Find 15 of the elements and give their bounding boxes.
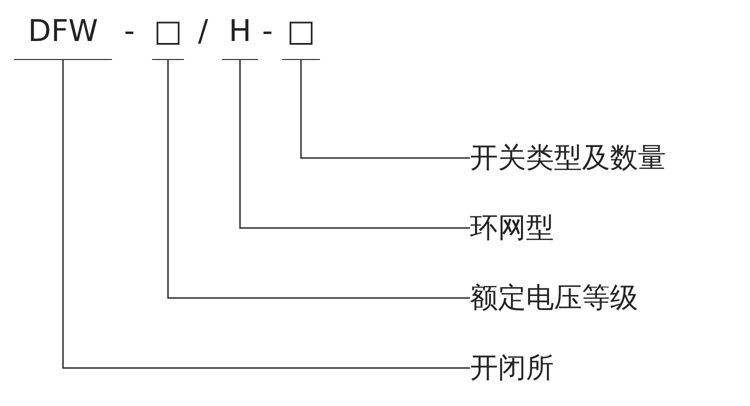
code-segment: □ (152, 10, 184, 60)
code-segment: H (222, 10, 258, 60)
description-text: 开闭所 (470, 350, 554, 386)
leader-line (239, 60, 470, 229)
leader-line (62, 60, 470, 369)
description-text: 开关类型及数量 (470, 140, 666, 176)
description-text: 额定电压等级 (470, 280, 638, 316)
leader-line (167, 60, 470, 299)
code-segment: □ (282, 10, 320, 60)
code-separator: - (262, 13, 273, 51)
leader-line (300, 60, 470, 159)
code-separator: - (124, 13, 135, 51)
description-text: 环网型 (470, 210, 554, 246)
code-segment: DFW (14, 10, 112, 60)
code-separator: / (198, 13, 208, 51)
